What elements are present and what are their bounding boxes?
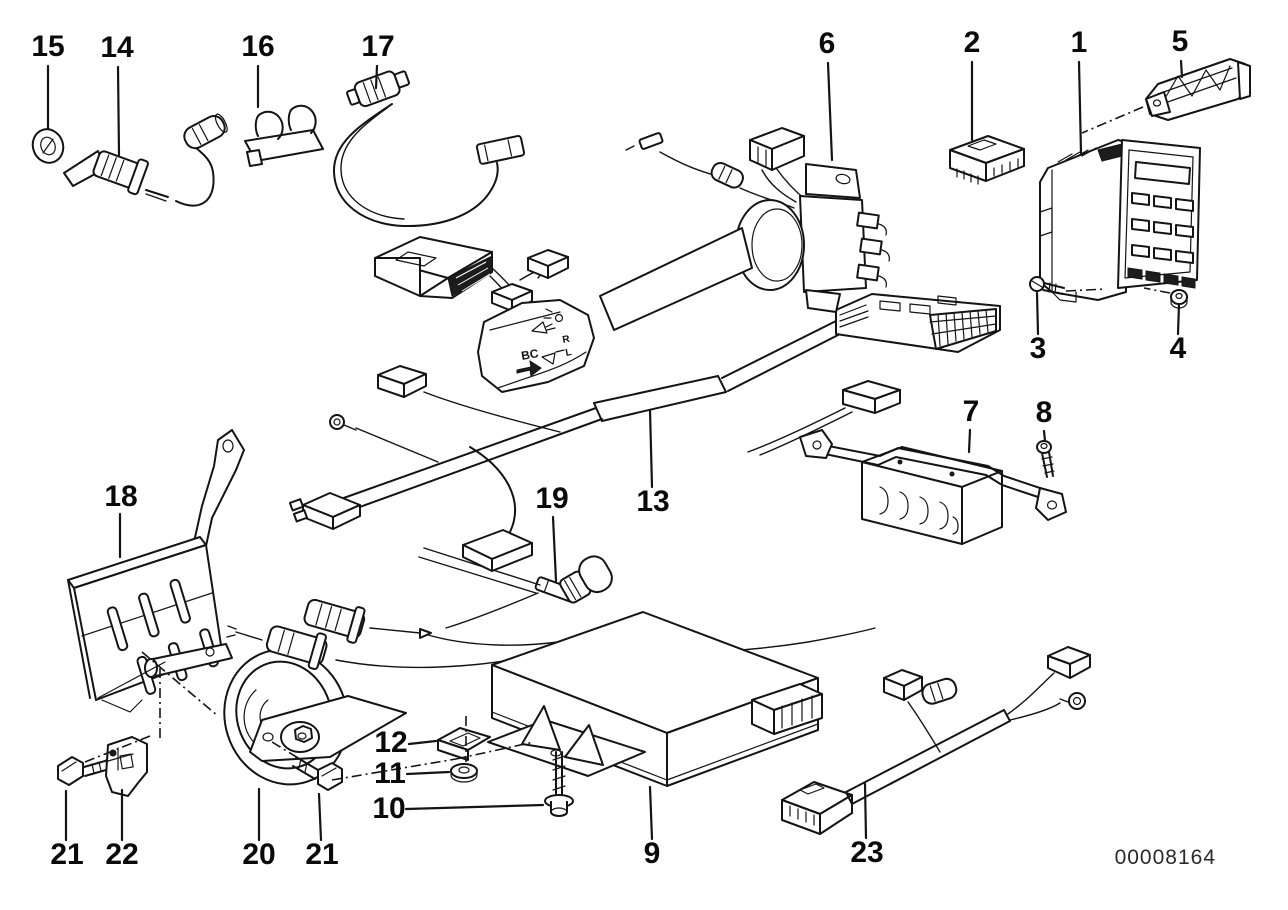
turn-arrow-down-icon [541, 349, 565, 365]
callout-8[interactable]: 8 [1036, 396, 1053, 429]
part-bracket-5 [1081, 58, 1251, 134]
callout-6-leader [826, 61, 834, 162]
callout-13[interactable]: 13 [636, 485, 669, 518]
callout-3-leader [1035, 291, 1040, 336]
turn-arrow-up-icon [531, 321, 556, 334]
callout-10-leader [404, 803, 545, 811]
callout-16[interactable]: 16 [241, 30, 274, 63]
stalk-l-label: L [565, 347, 573, 359]
part-clip-12 [437, 727, 491, 761]
part-washer-11 [450, 763, 478, 783]
callout-1[interactable]: 1 [1071, 26, 1088, 59]
callout-10[interactable]: 10 [372, 792, 405, 825]
bc-arrow-icon [516, 359, 542, 377]
part-obc-1 [1039, 139, 1201, 303]
callout-17[interactable]: 17 [361, 30, 394, 63]
part-ecu-mount-bracket [487, 705, 646, 777]
part-clip-22 [105, 736, 148, 797]
stalk-bc-label: BC [520, 346, 540, 363]
callout-5-leader [1179, 59, 1184, 79]
part-relay-bracket-7 [747, 380, 1067, 545]
diagram-id-label: 00008164 [1115, 846, 1216, 869]
callout-7-leader [967, 428, 972, 454]
callout-22[interactable]: 22 [105, 838, 138, 871]
part-wiring-harness-23 [781, 646, 1091, 835]
part-grommet-15 [31, 128, 65, 164]
part-nut-4 [1143, 287, 1188, 309]
part-sensor-cable-17 [332, 70, 526, 228]
callout-13-leader [648, 408, 654, 489]
callout-18[interactable]: 18 [104, 480, 137, 513]
part-screw-8 [1036, 440, 1055, 478]
callout-20[interactable]: 20 [242, 838, 275, 871]
callout-19-leader [551, 515, 558, 583]
obc-keypad [1127, 192, 1196, 289]
headlight-flasher-icon [554, 313, 564, 323]
callout-21-leader [317, 792, 323, 842]
callout-7[interactable]: 7 [963, 395, 980, 428]
callout-5[interactable]: 5 [1172, 25, 1189, 58]
callout-4-leader [1176, 302, 1181, 336]
part-relay-module-2 [949, 135, 1025, 185]
part-clip-16 [244, 104, 324, 167]
callout-8-leader [1042, 429, 1047, 443]
callout-3[interactable]: 3 [1030, 332, 1047, 365]
callout-15[interactable]: 15 [31, 30, 64, 63]
construction-lines [84, 651, 535, 781]
part-stalk-switch-6: BC R L [477, 127, 890, 393]
callout-9-leader [648, 785, 654, 841]
part-temperature-sensor-14 [63, 113, 228, 207]
callout-21[interactable]: 21 [50, 838, 83, 871]
stalk-r-label: R [562, 334, 572, 346]
callout-14[interactable]: 14 [100, 31, 134, 64]
callout-11[interactable]: 11 [374, 757, 406, 790]
part-bracket-18 [67, 429, 245, 713]
part-screw-3 [1029, 276, 1107, 295]
part-screw-10 [544, 751, 574, 817]
callout-23[interactable]: 23 [850, 836, 883, 869]
part-bolt-21-right [292, 756, 343, 791]
part-wiring-harness-13 [288, 236, 1001, 572]
callout-19[interactable]: 19 [535, 482, 568, 515]
callout-11-leader [405, 770, 451, 776]
callout-6[interactable]: 6 [819, 27, 836, 60]
callout-14-leader [116, 65, 121, 157]
part-sensor-pair [226, 598, 876, 670]
callout-leader-lines [46, 59, 1184, 842]
callout-9[interactable]: 9 [644, 837, 661, 870]
callout-23-leader [863, 782, 868, 840]
callout-21[interactable]: 21 [305, 838, 338, 871]
callout-1-leader [1077, 60, 1083, 155]
callout-12[interactable]: 12 [374, 726, 407, 759]
callout-12-leader [407, 739, 438, 746]
callout-2[interactable]: 2 [964, 26, 981, 59]
part-temperature-switch-19 [418, 547, 613, 629]
callout-17-leader [374, 64, 379, 90]
part-horn-20 [223, 648, 407, 786]
callout-4[interactable]: 4 [1170, 332, 1187, 365]
